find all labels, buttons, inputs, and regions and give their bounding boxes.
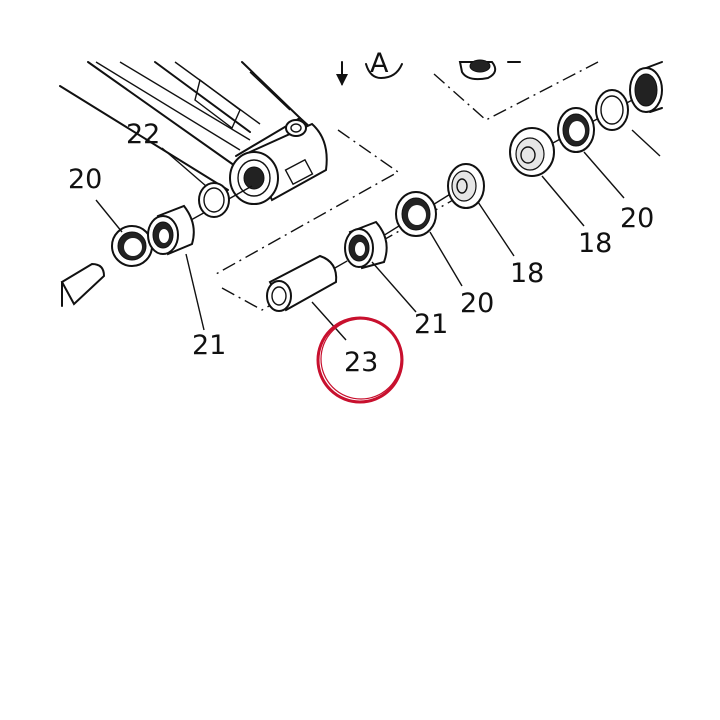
right-washer — [595, 89, 629, 131]
label-part-20-left: 20 — [68, 164, 102, 195]
highlight-circle-inner — [320, 318, 402, 400]
right-tube — [629, 61, 663, 113]
part-18-middle-collar — [447, 163, 485, 209]
label-part-20-middle: 20 — [460, 288, 494, 319]
label-part-18-right: 18 — [578, 228, 612, 259]
label-part-21-left: 21 — [192, 330, 226, 361]
shaft — [60, 262, 106, 307]
label-part-23: 23 — [344, 347, 378, 378]
part-20-middle-seal — [395, 191, 437, 237]
label-part-18-middle: 18 — [510, 258, 544, 289]
label-part-21-middle: 21 — [414, 309, 448, 340]
leader-lines — [95, 129, 661, 341]
frame-line-lower — [221, 195, 461, 311]
part-22-washer — [198, 182, 230, 218]
highlight-circle — [316, 316, 404, 404]
swing-arm — [59, 61, 328, 205]
view-a-label: A — [370, 48, 389, 79]
part-21-middle-bearing — [344, 220, 388, 270]
frame-line-upper — [215, 129, 400, 275]
label-part-20-right: 20 — [620, 203, 654, 234]
part-18-right-collar — [509, 127, 555, 177]
top-right-part — [458, 59, 521, 81]
view-arrow: A — [336, 48, 403, 86]
part-23-sleeve — [266, 254, 338, 312]
part-20-left-seal — [111, 225, 153, 267]
label-part-22: 22 — [126, 119, 160, 150]
part-20-right-seal — [557, 107, 595, 153]
part-21-left-bearing — [147, 204, 195, 256]
